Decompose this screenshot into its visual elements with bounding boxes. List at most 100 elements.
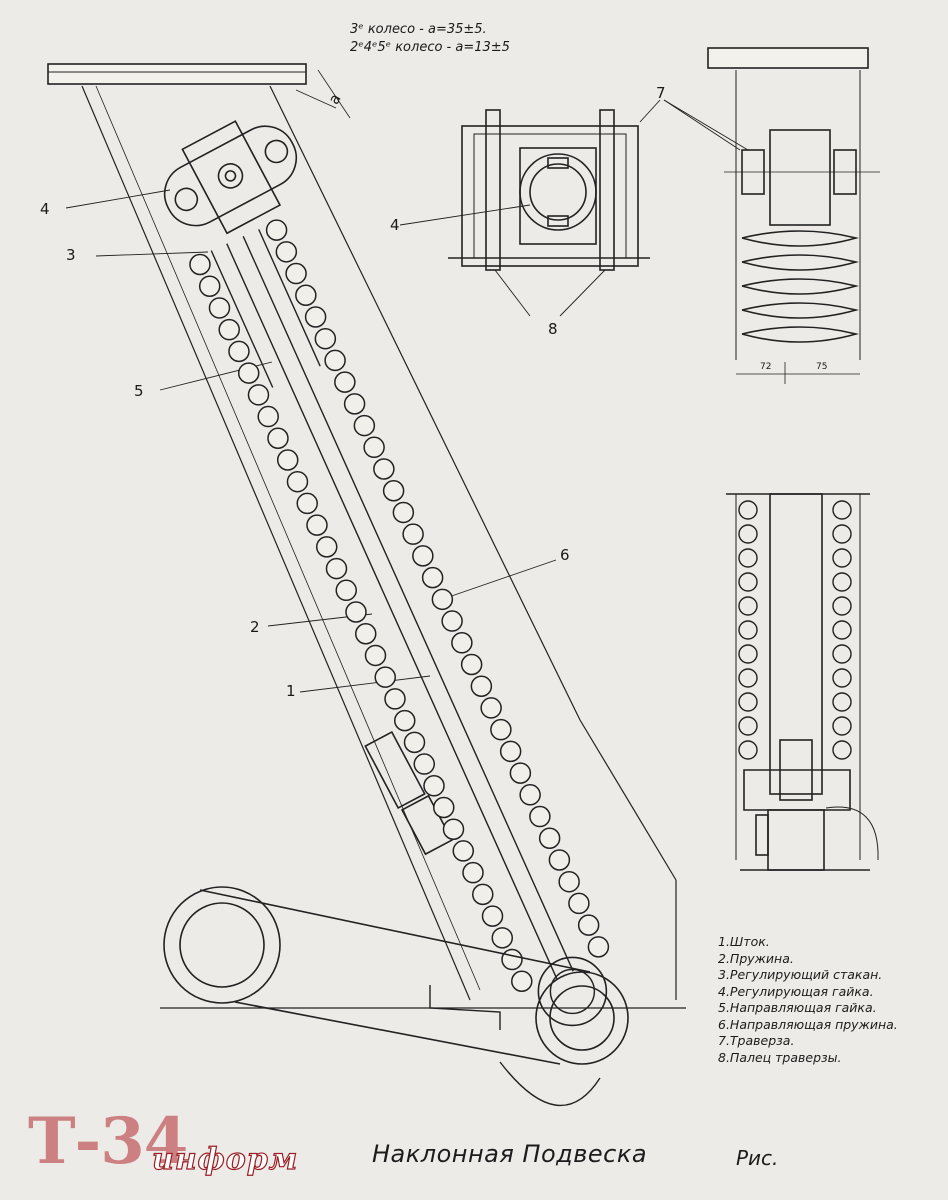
coil-section <box>315 536 338 558</box>
coil-section <box>393 709 416 732</box>
coil-section <box>354 622 377 645</box>
coil-section <box>509 762 532 784</box>
coil-section <box>314 327 337 350</box>
coil-section <box>499 740 522 763</box>
bottom-section-view <box>726 493 879 871</box>
coil-section <box>738 548 758 568</box>
coil-section <box>304 306 327 328</box>
coil-section <box>208 297 231 319</box>
coil-section <box>519 784 541 806</box>
logo-t34: Т-34 <box>28 1104 188 1179</box>
drawing-title: Наклонная Подвеска <box>372 1140 648 1168</box>
callout-4-section: 4 <box>390 216 400 234</box>
coil-section <box>472 883 494 906</box>
coil-section <box>423 775 445 797</box>
side-coil <box>741 278 860 295</box>
coil-section <box>237 362 260 384</box>
coil-section <box>228 340 250 363</box>
coil-section <box>738 500 758 520</box>
coil-section <box>738 644 758 664</box>
coil-section <box>832 524 852 544</box>
figure-label: Рис. <box>736 1146 779 1170</box>
coil-section <box>832 740 852 760</box>
coil-section <box>451 632 473 654</box>
coil-section <box>452 840 475 862</box>
coil-section <box>738 716 758 736</box>
legend-item: 2.Пружина. <box>718 950 794 966</box>
coil-section <box>384 688 406 710</box>
side-view <box>663 47 880 384</box>
coil-section <box>490 718 512 741</box>
coil-section <box>832 668 852 688</box>
shaft-edge <box>242 236 574 972</box>
coil-section <box>343 393 366 415</box>
coil-section <box>470 675 493 697</box>
side-dim-75: 75 <box>816 362 828 372</box>
coil-section <box>218 318 240 341</box>
callout-8: 8 <box>548 320 558 338</box>
coil-section <box>568 892 590 915</box>
coil-section <box>286 470 309 493</box>
coil-section <box>558 870 580 893</box>
coil-section <box>295 284 317 307</box>
coil-section <box>275 241 298 263</box>
coil-section <box>738 668 758 688</box>
callout-3: 3 <box>66 246 76 264</box>
callout-5: 5 <box>134 382 144 400</box>
coil-section <box>412 545 434 567</box>
coil-section <box>529 805 551 828</box>
coil-section <box>353 414 376 437</box>
coil-section <box>738 740 758 760</box>
coil-section <box>382 479 405 502</box>
legend-item: 4.Регулирующая гайка. <box>718 983 874 999</box>
shaft-edge <box>226 243 558 979</box>
coil-section <box>832 572 852 592</box>
main-inclined-view <box>47 63 686 1107</box>
coil-section <box>832 500 852 520</box>
coil-section <box>296 492 318 515</box>
coil-section <box>738 596 758 616</box>
coil-section <box>481 905 504 927</box>
coil-section <box>265 219 288 241</box>
legend-item: 6.Направляющая пружина. <box>718 1016 898 1032</box>
callout-7: 7 <box>656 84 666 102</box>
coil-section <box>247 384 270 406</box>
lower-eye-bore <box>549 968 596 1015</box>
coil-section <box>431 588 454 611</box>
coil-section <box>257 405 279 428</box>
coil-section <box>832 716 852 736</box>
coil-section <box>738 524 758 544</box>
coil-section <box>374 666 396 688</box>
coil-section <box>511 970 533 993</box>
coil-section <box>832 620 852 640</box>
lower-eye <box>537 956 608 1027</box>
callout-2: 2 <box>250 618 260 636</box>
coil-section <box>402 523 424 545</box>
side-coil <box>741 254 860 271</box>
coil-section <box>306 514 328 536</box>
coil-section <box>433 796 455 819</box>
callout-4-main: 4 <box>40 200 50 218</box>
coil-section <box>832 548 852 568</box>
coil-section <box>267 427 289 450</box>
coil-section <box>334 371 356 393</box>
coil-section <box>832 692 852 712</box>
note-wheel-3: 3ᵉ колесо - a=35±5. <box>350 22 487 37</box>
callout-1: 1 <box>286 682 296 700</box>
coil-section <box>548 849 571 871</box>
t34-inform-logo: Т-34 информ <box>28 1104 298 1179</box>
coil-section <box>276 449 299 471</box>
traverse-section-view <box>399 99 661 317</box>
callout-6: 6 <box>560 546 570 564</box>
coil-section <box>363 436 385 459</box>
coil-section <box>345 601 367 623</box>
logo-inform: информ <box>151 1141 299 1177</box>
coil-section <box>462 861 484 884</box>
coil-section <box>189 253 211 276</box>
parts-legend: 1.Шток. 2.Пружина. 3.Регулирующий стакан… <box>718 934 898 1066</box>
coil-section <box>501 948 523 971</box>
coil-section <box>832 596 852 616</box>
coil-section <box>373 458 395 480</box>
